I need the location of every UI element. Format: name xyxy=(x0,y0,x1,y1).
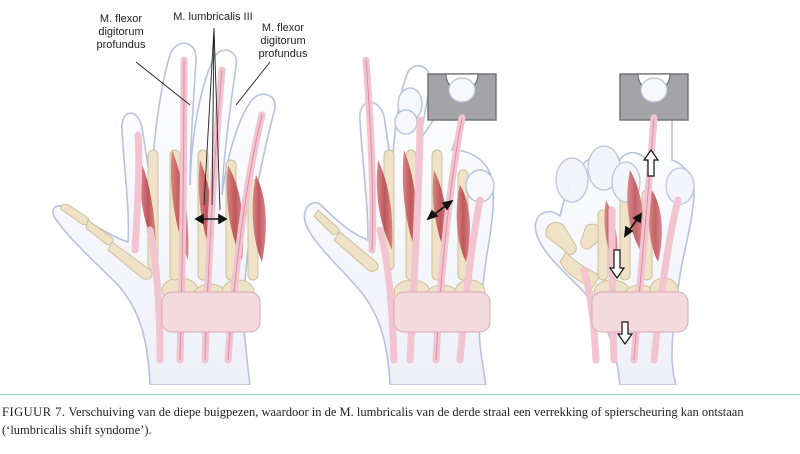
hand-1-shift-arrow xyxy=(194,213,228,225)
label-lumbricalis-iii: M. lumbricalis III xyxy=(173,11,253,23)
caption-divider xyxy=(0,394,800,395)
hand-3-clamp xyxy=(619,73,689,121)
hand-2-clamp xyxy=(427,73,497,121)
lumbricalis-illustration xyxy=(52,27,695,385)
hand-2-retinaculum xyxy=(393,291,491,333)
hand-2-flexed-finger xyxy=(394,87,495,203)
figure-number: FIGUUR 7. xyxy=(2,405,66,419)
hand-3-direction-arrows xyxy=(608,148,660,346)
hand-2-shift-arrow xyxy=(426,199,454,221)
hand-2-thumb-bones xyxy=(313,209,379,272)
label-flexor-digitorum-profundus-right: M. flexor digitorum profundus xyxy=(258,22,308,60)
hand-1-retinaculum xyxy=(161,291,261,333)
figure-caption: FIGUUR 7. Verschuiving van de diepe buig… xyxy=(2,403,794,439)
label-flexor-digitorum-profundus-left: M. flexor digitorum profundus xyxy=(96,13,146,51)
hand-full-flexion xyxy=(534,73,695,385)
hand-partial-flexion xyxy=(303,56,497,385)
hand-1-thumb-bones xyxy=(60,203,153,280)
caption-text: Verschuiving van de diepe buigpezen, waa… xyxy=(2,405,744,437)
hand-neutral xyxy=(52,27,276,385)
hand-1-label-pointers xyxy=(135,27,271,211)
hand-3-shift-arrow xyxy=(624,212,642,238)
hand-3-flexed-fingers xyxy=(555,145,695,205)
hand-3-retinaculum xyxy=(591,291,689,333)
